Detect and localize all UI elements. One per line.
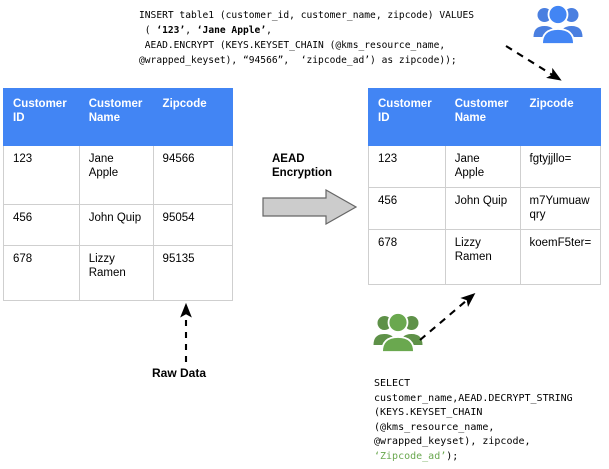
header-line: Customer (13, 98, 67, 110)
column-header-zipcode: Zipcode (152, 88, 234, 146)
header-line: ID (378, 111, 390, 124)
table-row: 123 Jane Apple 94566 (3, 145, 234, 205)
insert-line-2-mid: , (185, 25, 197, 36)
select-line-1: SELECT (374, 378, 411, 389)
cell-customer-name: Lizzy Ramen (78, 245, 154, 301)
cell-customer-id: 123 (3, 145, 80, 205)
cell-customer-name: John Quip (444, 187, 521, 230)
header-line: Name (88, 111, 121, 124)
cell-zipcode: fgtyjjllo= (519, 145, 602, 188)
select-literal-zipcode-ad: ‘Zipcode_ad’ (374, 450, 447, 462)
cell-customer-id: 678 (368, 229, 446, 285)
insert-sql-statement: INSERT table1 (customer_id, customer_nam… (139, 8, 474, 68)
header-line: Name (454, 111, 487, 124)
insert-literal-customer-name: ‘Jane Apple’ (196, 25, 267, 36)
cell-customer-name: John Quip (78, 204, 154, 246)
select-line-3: (KEYS.KEYSET_CHAIN (374, 407, 483, 418)
select-line-4: (@kms_resource_name, (374, 421, 495, 433)
cell-customer-id: 456 (368, 187, 446, 230)
cell-zipcode: koemF5ter= (519, 229, 602, 285)
aead-encryption-label: AEAD Encryption (272, 153, 333, 179)
dashed-arrow-select-to-table (419, 292, 476, 341)
select-sql-statement: SELECT customer_name,AEAD.DECRYPT_STRING… (374, 377, 573, 464)
header-line: ID (13, 111, 25, 124)
select-line-2: customer_name,AEAD.DECRYPT_STRING (374, 392, 573, 404)
insert-literal-customer-id: ‘123’ (156, 25, 186, 36)
table-row: 678 Lizzy Ramen 95135 (3, 245, 234, 301)
raw-data-label: Raw Data (152, 366, 207, 380)
header-line: Customer (88, 98, 143, 110)
dashed-arrow-insert-to-table (505, 45, 562, 81)
cell-customer-id: 678 (3, 245, 80, 301)
header-line: Customer (378, 98, 432, 110)
insert-line-4: @wrapped_keyset), “94566”, ‘zipcode_ad’)… (139, 55, 457, 66)
cell-zipcode: 95054 (152, 204, 234, 246)
insert-line-2-prefix: ( (139, 25, 157, 36)
people-group-icon (373, 310, 423, 354)
column-header-zipcode: Zipcode (519, 88, 602, 146)
header-line: Zipcode (529, 98, 574, 110)
header-line: Customer (454, 98, 509, 110)
table-row: 123 Jane Apple fgtyjjllo= (368, 145, 602, 188)
select-line-6-suffix: ); (446, 450, 459, 462)
insert-line-3: AEAD.ENCRYPT (KEYS.KEYSET_CHAIN (@kms_re… (139, 40, 446, 51)
table-row: 678 Lizzy Ramen koemF5ter= (368, 229, 602, 285)
insert-line-2-suffix: , (266, 25, 272, 36)
header-line: Zipcode (162, 98, 207, 110)
cell-customer-name: Lizzy Ramen (444, 229, 521, 285)
table-row: 456 John Quip 95054 (3, 204, 234, 246)
cell-customer-name: Jane Apple (444, 145, 521, 188)
table-row: 456 John Quip m7Yumuaw qry (368, 187, 602, 230)
select-line-5: @wrapped_keyset), zipcode, (374, 436, 531, 447)
cell-customer-id: 123 (368, 145, 446, 188)
cell-customer-name: Jane Apple (78, 145, 154, 205)
people-group-icon (533, 2, 583, 46)
cell-zipcode: 94566 (152, 145, 234, 205)
insert-line-1: INSERT table1 (customer_id, customer_nam… (139, 10, 475, 21)
cell-zipcode: 95135 (152, 245, 234, 301)
block-arrow-right-icon (262, 188, 358, 226)
cell-zipcode: m7Yumuaw qry (519, 187, 602, 230)
cell-customer-id: 456 (3, 204, 80, 246)
